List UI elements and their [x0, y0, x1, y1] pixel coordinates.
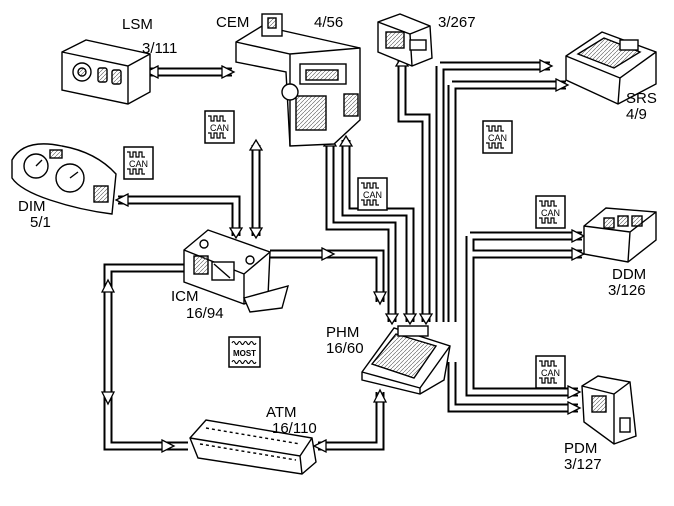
arrow-icon	[100, 391, 116, 406]
arrow-icon	[321, 246, 336, 262]
srs-ref: 4/9	[626, 106, 647, 123]
svg-text:CAN: CAN	[210, 123, 229, 133]
arrow-icon	[384, 313, 400, 326]
arrow-icon	[144, 64, 159, 80]
can-badge-4: CAN	[482, 120, 513, 154]
svg-text:MOST: MOST	[233, 349, 256, 358]
can-badge-2: CAN	[123, 146, 154, 180]
pdm-module	[581, 375, 637, 445]
ddm-module	[583, 207, 657, 263]
arrow-heads	[100, 54, 586, 454]
atm-module	[189, 419, 317, 475]
most-badge: MOST	[228, 336, 261, 368]
arrow-icon	[338, 134, 354, 147]
icm-name: ICM	[171, 288, 199, 305]
arrow-icon	[161, 438, 176, 454]
bus-dim-icm	[118, 195, 241, 236]
dim-name: DIM	[18, 198, 46, 215]
arrow-icon	[571, 246, 586, 262]
can-badge-6: CAN	[535, 355, 566, 389]
lsm-name: LSM	[122, 16, 153, 33]
bus-lines	[103, 60, 582, 451]
dim-module	[11, 143, 117, 215]
can-badge-5: CAN	[535, 195, 566, 229]
arrow-icon	[402, 313, 418, 326]
srs-module	[565, 31, 657, 105]
dim-ref: 5/1	[30, 214, 51, 231]
arrow-icon	[248, 138, 264, 151]
arrow-icon	[567, 384, 582, 400]
phm-ref: 16/60	[326, 340, 364, 357]
arrow-icon	[372, 388, 388, 403]
pdm-ref: 3/127	[564, 456, 602, 473]
arrow-icon	[571, 228, 586, 244]
ddm-name: DDM	[612, 266, 647, 283]
lsm-module	[61, 39, 151, 105]
phm-name: PHM	[326, 324, 360, 341]
can-badge-3: CAN	[357, 177, 388, 211]
arrow-icon	[312, 438, 327, 454]
ddm-ref: 3/126	[608, 282, 646, 299]
arrow-icon	[372, 291, 388, 306]
cem-name: CEM	[216, 14, 250, 31]
arrow-icon	[228, 227, 244, 240]
arrow-icon	[114, 192, 129, 208]
pdm-name: PDM	[564, 440, 598, 457]
arrow-icon	[100, 278, 116, 293]
icm-module	[183, 229, 289, 313]
cem-module	[235, 13, 361, 147]
arrow-icon	[567, 400, 582, 416]
arrow-icon	[555, 77, 570, 93]
svg-text:CAN: CAN	[541, 368, 560, 378]
svg-text:CAN: CAN	[541, 208, 560, 218]
svg-text:CAN: CAN	[488, 133, 507, 143]
srs-name: SRS	[626, 90, 657, 107]
arrow-icon	[418, 313, 434, 326]
arrow-icon	[221, 64, 236, 80]
cem-ref: 4/56	[314, 14, 344, 31]
phm-module	[361, 325, 451, 395]
module-3-267	[377, 13, 433, 67]
module-3-267-ref: 3/267	[438, 14, 476, 31]
icm-ref: 16/94	[186, 305, 224, 322]
svg-text:CAN: CAN	[129, 159, 148, 169]
atm-ref: 16/110	[272, 420, 317, 437]
arrow-icon	[248, 227, 264, 240]
svg-text:CAN: CAN	[363, 190, 382, 200]
arrow-icon	[539, 58, 554, 74]
can-badge-1: CAN	[204, 110, 235, 144]
atm-name: ATM	[266, 404, 297, 421]
lsm-ref: 3/111	[142, 40, 178, 57]
